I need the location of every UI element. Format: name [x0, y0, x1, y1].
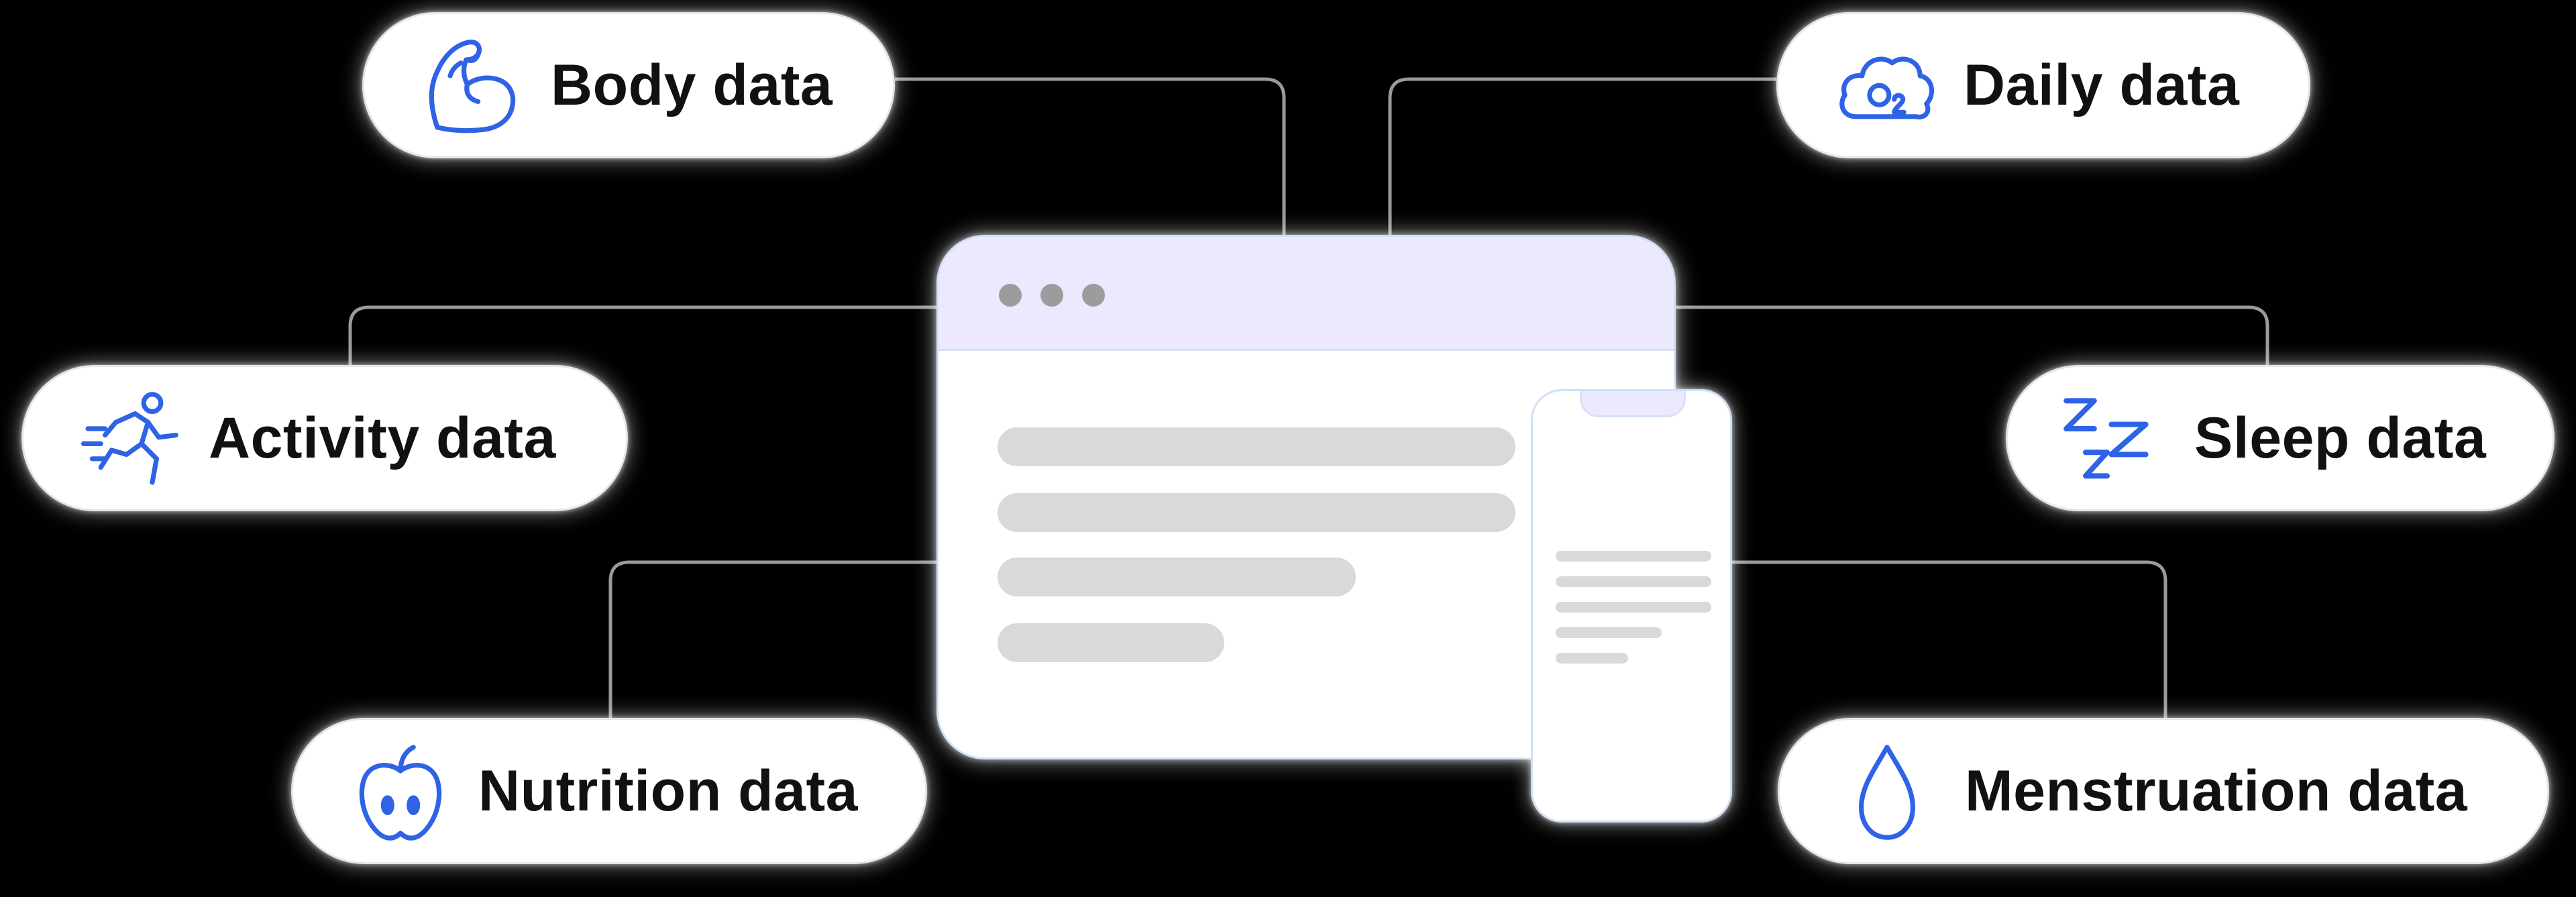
placeholder-line [1556, 551, 1711, 562]
pill-label: Menstruation data [1965, 759, 2468, 823]
pill-label: Activity data [209, 406, 556, 470]
body-data-pill: Body data [362, 12, 895, 158]
placeholder-line [1556, 627, 1662, 638]
pill-label: Nutrition data [478, 759, 858, 823]
connector-sleep [1676, 305, 2269, 365]
connector-daily [1388, 77, 1776, 235]
flexed-arm-icon [418, 33, 525, 140]
placeholder-bar [998, 558, 1356, 596]
window-dot [1040, 284, 1063, 307]
pill-label: Daily data [1964, 53, 2240, 117]
placeholder-bar [998, 623, 1224, 662]
window-dot [999, 284, 1022, 307]
pill-label: Body data [551, 53, 833, 117]
browser-title-bar [938, 237, 1674, 351]
connector-nutrition [608, 560, 936, 718]
connector-body [895, 77, 1286, 235]
zzz-sleep-icon [2053, 386, 2161, 493]
menstruation-data-pill: Menstruation data [1778, 718, 2549, 864]
activity-data-pill: Activity data [21, 365, 628, 511]
placeholder-line [1556, 602, 1711, 613]
window-dot [1082, 284, 1105, 307]
apple-icon [347, 739, 454, 846]
placeholder-line [1556, 576, 1711, 587]
placeholder-bar [998, 427, 1515, 466]
connector-menstruation [1732, 560, 2167, 718]
placeholder-bar [998, 493, 1515, 532]
sleep-data-pill: Sleep data [2006, 365, 2555, 511]
water-drop-icon [1833, 739, 1941, 846]
phone-mockup [1531, 389, 1732, 823]
o2-cloud-icon [1832, 33, 1939, 140]
nutrition-data-pill: Nutrition data [291, 718, 927, 864]
phone-notch [1580, 391, 1686, 417]
running-person-icon [77, 386, 184, 493]
daily-data-pill: Daily data [1776, 12, 2310, 158]
placeholder-line [1556, 653, 1628, 664]
connector-activity [348, 305, 936, 365]
pill-label: Sleep data [2194, 406, 2487, 470]
